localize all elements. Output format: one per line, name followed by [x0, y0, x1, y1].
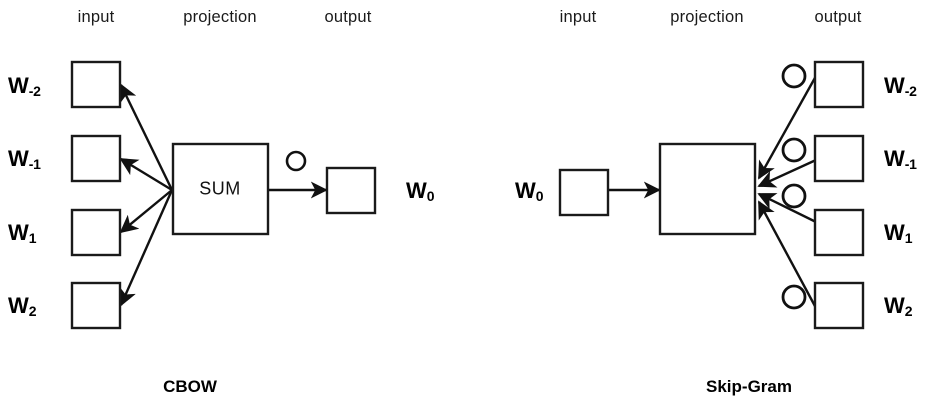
skipgram-edge-w-1	[757, 158, 817, 188]
skipgram-output-label-w2: W2	[884, 293, 913, 319]
cbow-output-circle-node	[285, 150, 307, 172]
cbow-projection-sum-text: SUM	[199, 178, 241, 199]
skipgram-circle-nodes	[781, 63, 807, 310]
cbow-header-projection: projection	[183, 8, 257, 26]
skipgram-input-box-w0	[558, 168, 610, 217]
cbow-input-box-w1	[70, 208, 122, 257]
cbow-input-label-w1-sub: 1	[28, 230, 37, 246]
cbow-edge-w1	[119, 189, 173, 234]
cbow-edge-w2	[119, 189, 174, 307]
cbow-output-label-w0-sub: 0	[426, 188, 435, 204]
cbow-input-box-w-2	[70, 60, 122, 109]
cbow-fan-lines	[119, 83, 174, 307]
skipgram-output-box-w-1	[813, 134, 865, 183]
cbow-input-label-w-2-base: W	[8, 73, 29, 98]
skipgram-output-label-w2-sub: 2	[904, 303, 913, 319]
cbow-input-label-w2: W2	[8, 293, 37, 319]
cbow-input-label-w-1-sub: -1	[28, 156, 41, 172]
skipgram-header-output: output	[814, 8, 862, 26]
skipgram-output-label-w-2-base: W	[884, 73, 905, 98]
cbow-input-label-w1: W1	[8, 220, 37, 246]
cbow-caption: CBOW	[163, 377, 217, 396]
skipgram-header-input: input	[559, 8, 597, 26]
cbow-output-label-w0-base: W	[406, 178, 427, 203]
skipgram-edge-w2	[757, 200, 818, 309]
cbow-input-label-w1-base: W	[8, 220, 29, 245]
cbow-projection-box	[171, 142, 270, 236]
skipgram-caption: Skip-Gram	[706, 377, 792, 396]
skipgram-header-projection: projection	[670, 8, 744, 26]
skipgram-projection-box	[658, 142, 757, 236]
skipgram-circle-node-w-2	[781, 63, 807, 89]
cbow-input-label-w2-base: W	[8, 293, 29, 318]
skipgram-edge-w1	[757, 192, 817, 224]
cbow-header-input: input	[77, 8, 115, 26]
cbow-input-label-w2-sub: 2	[28, 303, 37, 319]
skipgram-circle-node-w2	[781, 284, 807, 310]
cbow-input-box-w2	[70, 281, 122, 330]
cbow-boxes	[70, 60, 377, 330]
cbow-edge-w-2	[119, 83, 174, 191]
skipgram-output-box-w1	[813, 208, 865, 257]
cbow-input-box-w-1	[70, 134, 122, 183]
cbow-header-output: output	[324, 8, 372, 26]
skipgram-circle-node-w1	[781, 183, 807, 209]
cbow-output-box	[325, 166, 377, 215]
cbow-input-label-w-1: W-1	[8, 146, 41, 172]
skipgram-input-label-w0: W0	[515, 178, 544, 204]
skipgram-edge-w-2	[757, 75, 818, 180]
skipgram-output-label-w1-base: W	[884, 220, 905, 245]
skipgram-input-label-w0-sub: 0	[535, 188, 544, 204]
skipgram-boxes	[558, 60, 865, 330]
skipgram-output-label-w-2-sub: -2	[904, 83, 917, 99]
cbow-input-label-w-1-base: W	[8, 146, 29, 171]
skipgram-circle-node-w-1	[781, 137, 807, 163]
skipgram-output-label-w1-sub: 1	[904, 230, 913, 246]
cbow-input-label-w-2-sub: -2	[28, 83, 41, 99]
skipgram-output-label-w-2: W-2	[884, 73, 917, 99]
skipgram-output-label-w-1-base: W	[884, 146, 905, 171]
skipgram-output-label-w-1-sub: -1	[904, 156, 917, 172]
skipgram-input-label-w0-base: W	[515, 178, 536, 203]
skipgram-output-label-w-1: W-1	[884, 146, 917, 172]
cbow-output-label-w0: W0	[406, 178, 435, 204]
skipgram-output-label-w2-base: W	[884, 293, 905, 318]
cbow-input-label-w-2: W-2	[8, 73, 41, 99]
skipgram-output-box-w2	[813, 281, 865, 330]
skipgram-output-label-w1: W1	[884, 220, 913, 246]
skipgram-output-box-w-2	[813, 60, 865, 109]
skipgram-fan-lines	[757, 75, 818, 309]
cbow-edge-w-1	[119, 157, 173, 192]
